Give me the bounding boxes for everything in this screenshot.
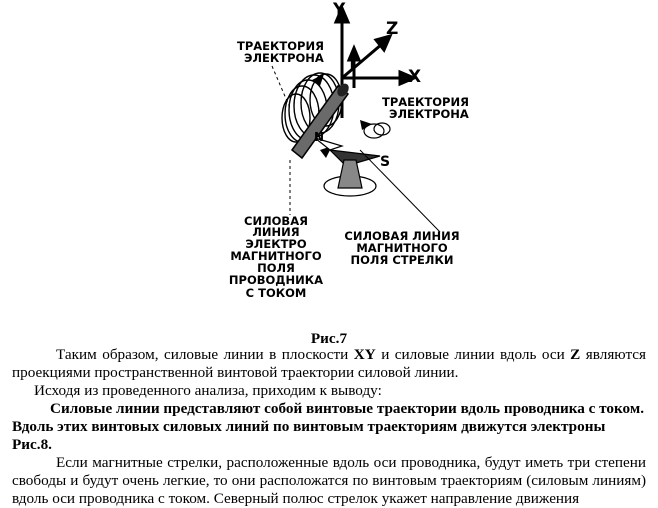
axis-y-label: Y — [332, 0, 346, 20]
p1-text: и силовые линии вдоль оси — [375, 346, 571, 363]
body-text: Рис.7 Таким образом, силовые линии в пло… — [12, 330, 646, 508]
label-line: С ТОКОМ — [246, 286, 307, 300]
p1-z: Z — [570, 346, 581, 363]
label-line: ПОЛЯ — [257, 261, 295, 275]
needle-line — [359, 149, 441, 233]
figure-caption: Рис.7 — [310, 330, 348, 347]
paragraph-4: Если магнитные стрелки, расположенные вд… — [12, 454, 646, 507]
paragraph-1: Таким образом, силовые линии в плоскости… — [12, 346, 646, 382]
paragraph-2: Исходя из проведенного анализа, приходим… — [34, 382, 382, 399]
p1-text: являются проекциями пространственной вин… — [12, 346, 646, 381]
label-line: ТРАЕКТОРИЯ — [382, 95, 469, 109]
label-line: ЭЛЕКТРОНА — [389, 107, 469, 121]
label-trajectory-top: ТРАЕКТОРИЯ ЭЛЕКТРОНА — [237, 39, 324, 65]
leader-lines — [271, 65, 291, 215]
label-line: ПРОВОДНИКА — [229, 273, 323, 287]
label-line: ПОЛЯ СТРЕЛКИ — [351, 253, 454, 267]
label-line: ЛИНИЯ — [252, 225, 299, 239]
label-needle-line: СИЛОВАЯ ЛИНИЯ МАГНИТНОГО ПОЛЯ СТРЕЛКИ — [344, 229, 459, 267]
current-i-label: I — [349, 51, 356, 75]
label-line: ЭЛЕКТРОНА — [244, 51, 324, 65]
p1-text: Таким образом, силовые линии в плоскости — [56, 346, 354, 363]
paragraph-3-line-1: Силовые линии представляют собой винтовы… — [50, 400, 644, 417]
conductor — [290, 83, 350, 160]
label-line: СИЛОВАЯ — [244, 214, 308, 228]
label-line: ТРАЕКТОРИЯ — [237, 39, 324, 53]
axis-x-label: X — [408, 67, 421, 87]
label-line: МАГНИТНОГО — [356, 241, 447, 255]
pole-n-label: N — [314, 130, 324, 144]
compass-needle — [314, 122, 391, 197]
paragraph-3-line-2: Вдоль этих винтовых силовых линий по вин… — [12, 418, 606, 453]
label-line: СИЛОВАЯ ЛИНИЯ — [344, 229, 459, 243]
axes — [333, 4, 418, 118]
pole-s-label: S — [380, 154, 390, 170]
figure-conductor-helix: Y Z X I N S ТРАЕКТОРИЯ ЭЛ — [229, 0, 469, 300]
label-field-line: СИЛОВАЯ ЛИНИЯ ЭЛЕКТРО МАГНИТНОГО ПОЛЯ ПР… — [229, 214, 323, 300]
axis-z-label: Z — [386, 19, 398, 39]
label-line: МАГНИТНОГО — [230, 249, 321, 263]
label-line: ЭЛЕКТРО — [245, 237, 307, 251]
label-trajectory-right: ТРАЕКТОРИЯ ЭЛЕКТРОНА — [382, 95, 469, 121]
p1-xy: XY — [353, 346, 376, 363]
